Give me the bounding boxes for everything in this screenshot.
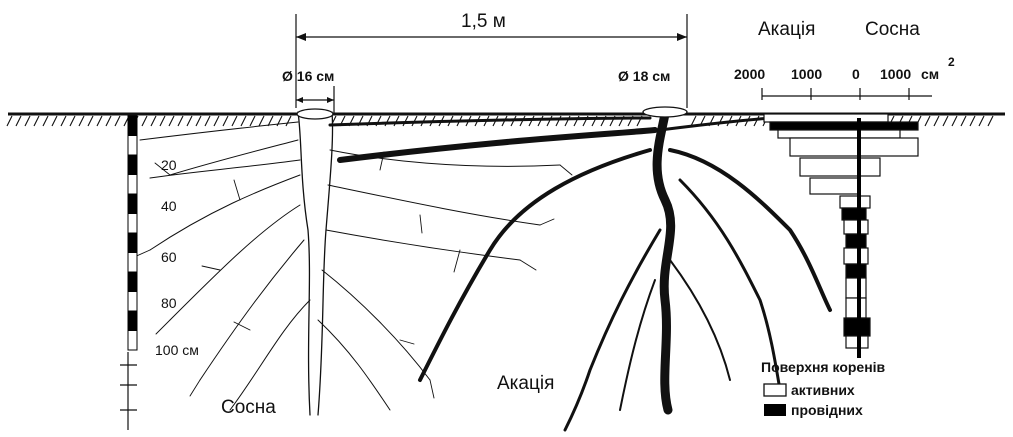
scale-unit: см — [921, 67, 939, 81]
scale-tick-1000-left: 1000 — [791, 67, 822, 81]
surface-bar — [800, 158, 880, 176]
root-surface-chart — [762, 88, 932, 358]
surface-bar — [844, 248, 868, 264]
scale-tick-1000-right: 1000 — [880, 67, 911, 81]
pine-diameter-label: Ø 16 см — [282, 69, 334, 83]
depth-label-100: 100 см — [155, 343, 199, 357]
surface-bar — [810, 178, 860, 194]
chart-header-acacia: Акація — [758, 20, 815, 39]
legend-active-swatch — [764, 384, 786, 396]
ruler-segment — [128, 311, 137, 331]
ruler-segment — [128, 292, 137, 312]
ruler-segment — [128, 136, 137, 156]
surface-bar — [857, 118, 861, 358]
legend-conductive-swatch — [764, 404, 786, 416]
surface-bar — [790, 138, 918, 156]
ruler-segment — [128, 272, 137, 292]
scale-tick-0: 0 — [852, 67, 860, 81]
ruler-segment — [128, 214, 137, 234]
scale-unit-superscript: 2 — [948, 56, 955, 68]
ruler-segment — [128, 233, 137, 253]
chart-header-pine: Сосна — [865, 20, 920, 39]
depth-label-20: 20 — [161, 158, 177, 172]
ruler-segment — [128, 331, 137, 351]
legend-title: Поверхня коренів — [761, 360, 885, 374]
depth-ruler — [120, 116, 137, 430]
surface-bar — [846, 264, 866, 278]
ruler-segment — [128, 175, 137, 195]
depth-label-40: 40 — [161, 199, 177, 213]
surface-bar — [846, 298, 866, 318]
depth-label-60: 60 — [161, 250, 177, 264]
surface-bar — [846, 278, 866, 298]
surface-bar — [846, 234, 866, 248]
legend-conductive-label: провідних — [791, 403, 863, 417]
ruler-segment — [128, 253, 137, 273]
surface-bar — [770, 122, 918, 130]
acacia-root-system — [330, 107, 830, 430]
ruler-segment — [128, 116, 137, 136]
pine-root-system — [132, 109, 572, 415]
acacia-diameter-label: Ø 18 см — [618, 69, 670, 83]
legend-active-label: активних — [791, 383, 855, 397]
surface-bar — [778, 130, 900, 138]
ruler-segment — [128, 155, 137, 175]
ruler-segment — [128, 194, 137, 214]
pine-label: Сосна — [221, 398, 276, 417]
distance-label: 1,5 м — [461, 12, 506, 31]
surface-bar — [842, 208, 866, 220]
surface-bar — [764, 114, 888, 122]
surface-bar — [840, 196, 870, 208]
depth-label-80: 80 — [161, 296, 177, 310]
scale-tick-2000: 2000 — [734, 67, 765, 81]
surface-bar — [844, 220, 868, 234]
acacia-label: Акація — [497, 374, 554, 393]
